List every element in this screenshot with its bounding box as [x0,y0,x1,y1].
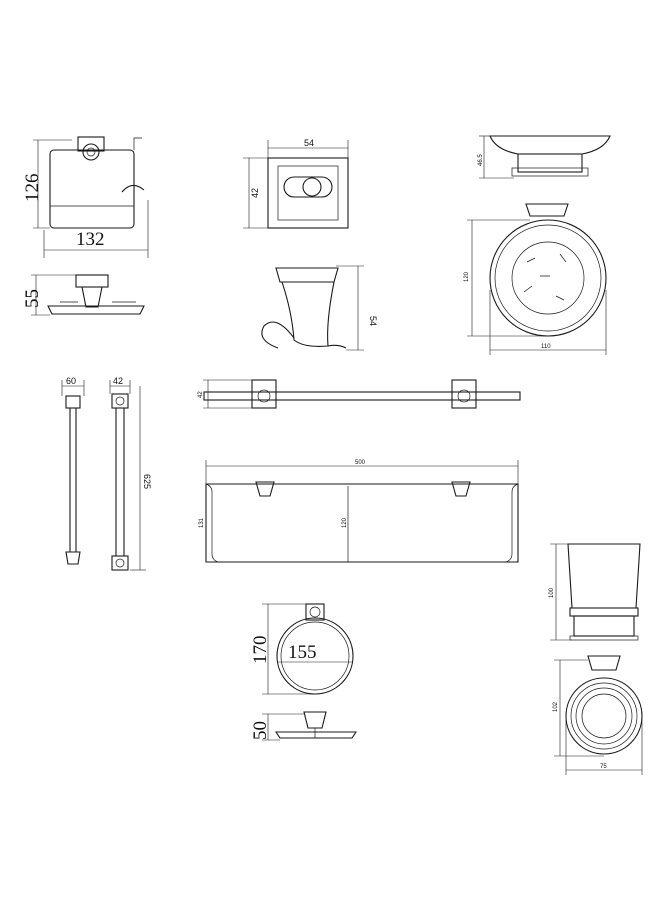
paper-holder-depth-label: 55 [22,289,43,308]
soap-dish-height-label: 46.5 [478,154,484,166]
robe-hook-height-label: 42 [250,188,260,198]
towel-ring-front-view [262,603,354,695]
robe-hook-side-view [261,265,364,351]
towel-ring-depth-label: 50 [250,721,271,740]
soap-dish-top-view [467,203,607,355]
paper-holder-height-label: 126 [22,174,43,203]
towel-ring-height-label: 170 [250,636,271,665]
robe-hook-front-view [243,140,349,229]
tumbler-width-label: 75 [600,764,607,770]
paper-holder-top-view [31,274,145,316]
soap-dish-depth-label: 110 [541,344,551,350]
tumbler-depth-label: 102 [553,701,559,712]
towel-ring-top-view [262,711,358,741]
towel-bar-length-label: 625 [142,474,152,489]
towel-bar-projection-label: 60 [66,376,76,386]
shelf-front-view [205,460,519,563]
tumbler-top-view [554,655,643,775]
towel-bar-plate-label: 42 [113,376,123,386]
paper-holder-width-label: 132 [76,229,105,250]
soap-dish-diameter-label: 120 [464,271,470,282]
robe-hook-depth-label: 54 [368,316,378,326]
tumbler-side-view [550,543,641,641]
towel-bar-views [61,380,146,571]
shelf-thickness-label: 42 [198,391,204,398]
shelf-length-label: 500 [355,460,366,466]
shelf-height-label: 131 [199,517,205,528]
towel-ring-diameter-label: 155 [288,642,317,663]
shelf-top-view [203,379,521,409]
soap-dish-side-view [479,135,611,179]
paper-holder-front-view [33,136,149,258]
shelf-inner-height-label: 120 [342,517,348,528]
robe-hook-width-label: 54 [304,138,314,148]
tumbler-height-label: 100 [549,587,555,598]
